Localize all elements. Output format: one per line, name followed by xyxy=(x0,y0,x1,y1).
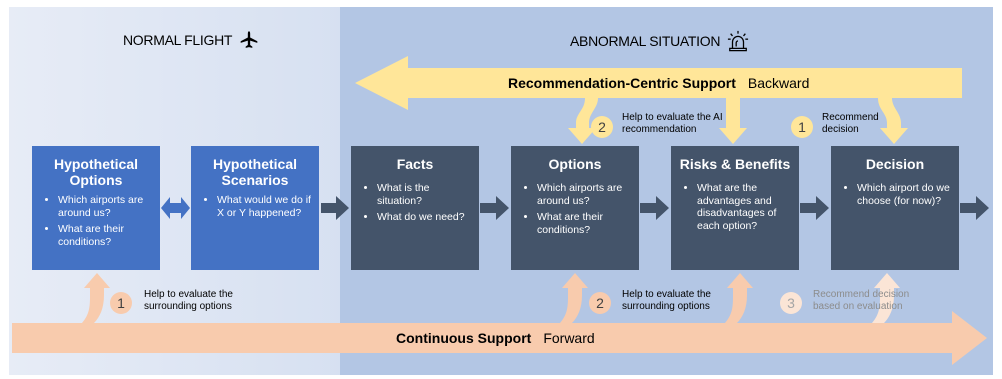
top-note-badge: 2 xyxy=(591,116,613,138)
box-risks-benefits: Risks & Benefits What are the advantages… xyxy=(671,146,799,270)
alarm-light-icon xyxy=(728,30,749,52)
flow-arrows xyxy=(321,196,989,220)
bottom-note-text: Help to evaluate the surrounding options xyxy=(622,289,711,312)
bottom-band-label: Continuous Support Forward xyxy=(396,330,595,346)
box-options: Options Which airports are around us? Wh… xyxy=(511,146,639,270)
abnormal-situation-heading: ABNORMAL SITUATION xyxy=(570,30,750,52)
box-bullets: What would we do if X or Y happened? xyxy=(197,194,313,219)
box-bullets: Which airport do we choose (for now)? xyxy=(837,182,953,207)
bottom-band-title: Continuous Support xyxy=(396,330,532,346)
box-bullet: Which airport do we choose (for now)? xyxy=(857,182,953,207)
box-bullet: What are their conditions? xyxy=(537,211,633,236)
box-bullet: What is the situation? xyxy=(377,182,473,207)
box-bullet: What are the advantages and disadvantage… xyxy=(697,182,793,232)
bottom-band-arrow xyxy=(12,311,987,365)
box-title: Risks & Benefits xyxy=(679,156,791,172)
airplane-icon xyxy=(240,31,258,48)
box-title: Options xyxy=(548,156,602,172)
bottom-band-direction: Forward xyxy=(543,330,595,346)
top-note-text: Recommend decision xyxy=(822,112,879,135)
abnormal-situation-label: ABNORMAL SITUATION xyxy=(570,33,721,49)
hypothetical-double-arrow xyxy=(161,197,190,219)
bottom-note-badge: 2 xyxy=(589,292,611,314)
box-title: Hypothetical Scenarios xyxy=(212,156,297,188)
top-note-badge: 1 xyxy=(791,116,813,138)
box-hypothetical-options: Hypothetical Options Which airports are … xyxy=(32,146,160,270)
top-band-label: Recommendation-Centric Support Backward xyxy=(508,75,809,91)
box-facts: Facts What is the situation? What do we … xyxy=(351,146,479,270)
top-band-title: Recommendation-Centric Support xyxy=(508,75,736,91)
bottom-band-connectors xyxy=(82,273,900,323)
top-band-arrow xyxy=(355,56,962,110)
bottom-note-badge: 3 xyxy=(780,292,802,314)
box-title: Decision xyxy=(865,156,925,172)
box-bullets: Which airports are around us? What are t… xyxy=(38,194,154,248)
box-title: Facts xyxy=(396,156,434,172)
box-decision: Decision Which airport do we choose (for… xyxy=(831,146,959,270)
box-bullet: What do we need? xyxy=(377,211,473,224)
normal-flight-heading: NORMAL FLIGHT xyxy=(123,30,260,50)
normal-flight-label: NORMAL FLIGHT xyxy=(123,32,233,48)
box-bullet: Which airports are around us? xyxy=(537,182,633,207)
box-bullets: What is the situation? What do we need? xyxy=(357,182,473,224)
box-bullet: What are their conditions? xyxy=(58,223,154,248)
box-bullet: What would we do if X or Y happened? xyxy=(217,194,313,219)
bottom-note-badge: 1 xyxy=(110,292,132,314)
box-bullet: Which airports are around us? xyxy=(58,194,154,219)
box-bullets: What are the advantages and disadvantage… xyxy=(677,182,793,232)
bottom-note-text: Help to evaluate the surrounding options xyxy=(144,289,233,312)
top-note-text: Help to evaluate the AI recommendation xyxy=(622,112,723,135)
box-bullets: Which airports are around us? What are t… xyxy=(517,182,633,236)
box-hypothetical-scenarios: Hypothetical Scenarios What would we do … xyxy=(191,146,319,270)
bottom-note-text: Recommend decision based on evaluation xyxy=(813,289,910,312)
top-band-direction: Backward xyxy=(747,75,810,91)
top-band-connectors xyxy=(568,98,908,144)
box-title: Hypothetical Options xyxy=(53,156,138,188)
